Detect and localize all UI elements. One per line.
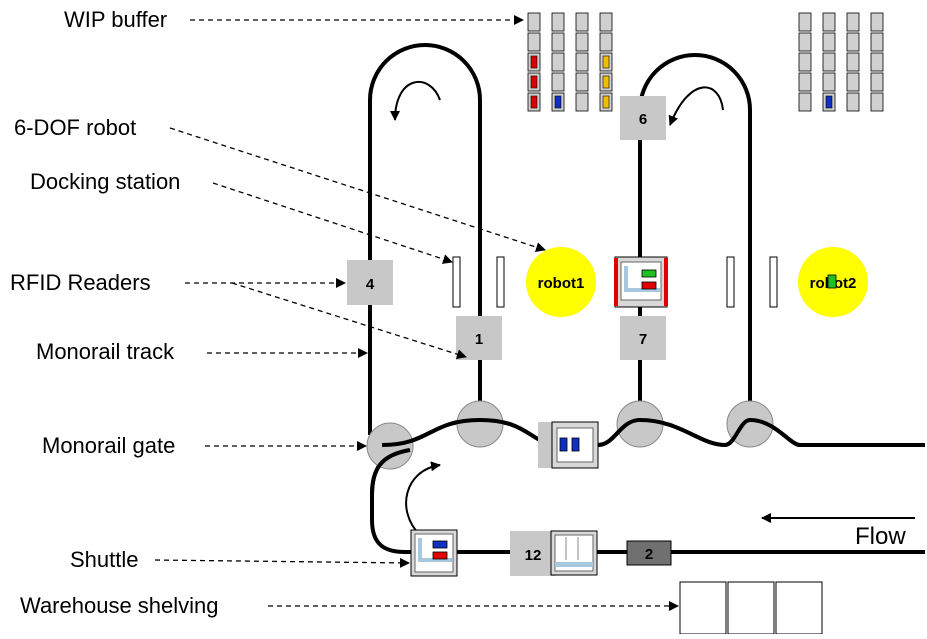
monorail-gate-1: [456, 400, 504, 448]
callout-arrows: [154, 15, 679, 611]
callout-6dof-robot: [169, 127, 546, 252]
rfid-reader-12: [510, 531, 556, 576]
rfid-reader-7-label: 7: [639, 331, 647, 348]
wip-buffer-2-cell: [798, 72, 812, 92]
wip-buffer-2-cell: [822, 72, 836, 92]
wip-buffer-2-cell: [870, 52, 884, 72]
shuttle-2-label: 2: [645, 546, 653, 563]
shuttle-2-body: [626, 540, 672, 566]
track-main-line-overlay: [381, 417, 925, 448]
label-wip-buffer: WIP buffer: [64, 7, 168, 32]
robot1-label: robot1: [538, 275, 585, 292]
rfid-reader-4-label: 4: [366, 276, 375, 293]
wip-buffer-2-cell: [846, 52, 860, 72]
shuttle-lower-left: [410, 529, 458, 577]
docking-station-2b: [769, 256, 778, 308]
wip-buffer-1-cell: [575, 92, 589, 112]
rfid-reader-7: [620, 316, 666, 360]
wip-buffer-2-cell: [846, 12, 860, 32]
wip-buffer-1-cell: [551, 12, 565, 32]
wip-buffer-2-cell: [870, 12, 884, 32]
wip-buffer-1-cell: [551, 52, 565, 72]
wip-buffer-1-cell: [575, 32, 589, 52]
robot1-circle: [526, 247, 596, 317]
wip-buffer-2-cell: [870, 72, 884, 92]
docking-station-1b: [496, 256, 505, 308]
wip-buffer-1-part-yellow: [602, 55, 610, 69]
label-shuttle: Shuttle: [70, 547, 139, 572]
label-warehouse-shelving: Warehouse shelving: [20, 593, 219, 618]
wip-buffer-1-cell: [551, 32, 565, 52]
label-docking-station: Docking station: [30, 169, 181, 194]
label-flow: Flow: [855, 523, 906, 550]
wip-buffer-2-cell: [798, 12, 812, 32]
shuttle-main-line: [538, 421, 599, 469]
wip-buffer-2-cell: [870, 32, 884, 52]
shuttle-docked-right: [614, 256, 668, 308]
label-rfid-readers: RFID Readers: [10, 270, 151, 295]
callout-shuttle: [154, 557, 410, 568]
wip-buffer-1-cell: [575, 52, 589, 72]
rotation-arrow-lower: [405, 461, 441, 536]
wip-buffer-1-part-red: [530, 75, 538, 89]
wip-buffer-1-cell: [575, 12, 589, 32]
wip-buffer-1-part-yellow: [602, 95, 610, 109]
wip-buffer-2-cell: [846, 32, 860, 52]
wip-buffer-1-part-blue: [554, 95, 562, 109]
rotation-arrow-right: [668, 86, 724, 126]
wip-buffer-2-cell: [822, 52, 836, 72]
wip-buffer-1-cell: [575, 72, 589, 92]
wip-buffer-2-part-blue: [825, 95, 833, 109]
rfid-reader-12-label: 12: [525, 547, 542, 564]
warehouse-shelving: [679, 581, 823, 635]
wip-buffer-2-cell: [846, 92, 860, 112]
rfid-reader-4: [347, 260, 393, 305]
rfid-reader-6: [620, 96, 666, 140]
wip-buffer-2-cell: [822, 12, 836, 32]
rfid-reader-1-label: 1: [475, 331, 483, 348]
docking-stations: [452, 256, 778, 308]
label-6dof-robot: 6-DOF robot: [14, 115, 137, 140]
robot2-held-part: [827, 274, 837, 289]
label-monorail-track: Monorail track: [36, 339, 175, 364]
wip-buffer-1-part-red: [530, 55, 538, 69]
rotation-arrows: [390, 81, 724, 536]
wip-buffer-2-cell: [798, 52, 812, 72]
wip-buffer-1-cell: [599, 32, 613, 52]
track-lower-loop-overlay: [370, 448, 411, 496]
wip-buffer-1-cell: [527, 12, 541, 32]
track-right-loop: [638, 53, 752, 418]
rotation-arrow-left: [390, 81, 441, 121]
label-monorail-gate: Monorail gate: [42, 433, 176, 458]
wip-buffer-1-part-yellow: [602, 75, 610, 89]
docking-station-2a: [726, 256, 735, 308]
monorail-gate-3: [726, 400, 774, 448]
callout-docking-station: [212, 182, 453, 264]
monorail-gate-2: [616, 400, 664, 448]
wip-buffer-2-cell: [870, 92, 884, 112]
wip-buffer-1-cell: [527, 32, 541, 52]
wip-buffer-1-part-red: [530, 95, 538, 109]
wip-buffer-2-cell: [798, 92, 812, 112]
callout-rfid-1: [231, 282, 467, 360]
wip-buffer-2: [798, 12, 884, 112]
wip-buffer-2-cell: [822, 32, 836, 52]
track-left-loop: [368, 43, 482, 435]
monorail-gates: [366, 400, 774, 470]
wip-buffer-1: [527, 12, 613, 112]
shuttle-empty: [550, 530, 598, 576]
wip-buffer-1-cell: [551, 72, 565, 92]
docking-station-1a: [452, 256, 461, 308]
wip-buffer-1-cell: [599, 12, 613, 32]
rfid-reader-6-label: 6: [639, 111, 647, 128]
wip-buffer-2-cell: [846, 72, 860, 92]
wip-buffer-2-cell: [798, 32, 812, 52]
rfid-readers: 4 1 6 7 12: [347, 96, 666, 576]
